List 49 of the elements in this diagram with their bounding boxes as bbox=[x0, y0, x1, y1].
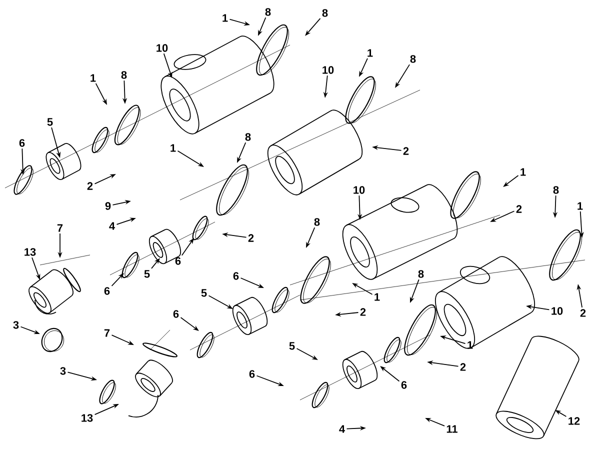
callout-number: 6 bbox=[401, 381, 407, 389]
callout-number: 2 bbox=[87, 182, 93, 190]
callout-number: 1 bbox=[222, 14, 228, 22]
callout-number: 3 bbox=[13, 321, 19, 329]
callout-number: 6 bbox=[104, 287, 110, 295]
callout-number: 10 bbox=[354, 186, 365, 194]
callout-number: 5 bbox=[47, 118, 53, 126]
callout-number: 2 bbox=[360, 308, 366, 316]
callout-number: 2 bbox=[403, 147, 409, 155]
callout-number: 8 bbox=[121, 71, 127, 79]
callout-number: 2 bbox=[580, 309, 586, 317]
callout-number: 4 bbox=[339, 425, 345, 433]
callout-number: 1 bbox=[578, 202, 583, 210]
callout-number: 4 bbox=[109, 222, 115, 230]
callout-number: 6 bbox=[233, 272, 239, 280]
callout-number: 8 bbox=[245, 133, 251, 141]
callout-number: 8 bbox=[410, 55, 416, 63]
callout-number: 8 bbox=[314, 218, 320, 226]
callout-number: 7 bbox=[57, 224, 63, 232]
callout-number: 6 bbox=[173, 310, 179, 318]
callout-number: 7 bbox=[104, 329, 110, 337]
callout-number: 2 bbox=[460, 363, 466, 371]
callout-number: 12 bbox=[568, 417, 580, 425]
callout-number: 5 bbox=[289, 342, 295, 350]
callout-number: 8 bbox=[322, 9, 328, 17]
callout-number: 5 bbox=[201, 289, 207, 297]
callout-number: 6 bbox=[19, 139, 25, 147]
callout-number: 1 bbox=[170, 144, 176, 152]
callout-number: 11 bbox=[446, 425, 458, 433]
callout-number: 1 bbox=[368, 49, 373, 57]
callout-number: 1 bbox=[520, 168, 526, 176]
callout-number: 10 bbox=[322, 66, 334, 74]
callout-number: 1 bbox=[374, 293, 380, 301]
callout-number: 5 bbox=[144, 270, 150, 278]
callout-number: 2 bbox=[516, 205, 522, 213]
callout-number: 8 bbox=[418, 270, 424, 278]
callout-number: 9 bbox=[105, 202, 111, 210]
callout-number: 8 bbox=[553, 186, 559, 194]
callout-number: 10 bbox=[552, 307, 563, 315]
callout-number: 6 bbox=[249, 370, 255, 378]
callout-number: 3 bbox=[60, 367, 66, 375]
callout-number: 13 bbox=[82, 414, 93, 422]
callout-number: 6 bbox=[175, 257, 181, 265]
leader-line bbox=[111, 273, 124, 286]
callout-number: 13 bbox=[24, 248, 36, 256]
callout-number: 10 bbox=[156, 44, 168, 52]
callout-number: 1 bbox=[90, 74, 96, 82]
callout-number: 2 bbox=[248, 234, 254, 242]
callout-number: 8 bbox=[265, 8, 271, 16]
